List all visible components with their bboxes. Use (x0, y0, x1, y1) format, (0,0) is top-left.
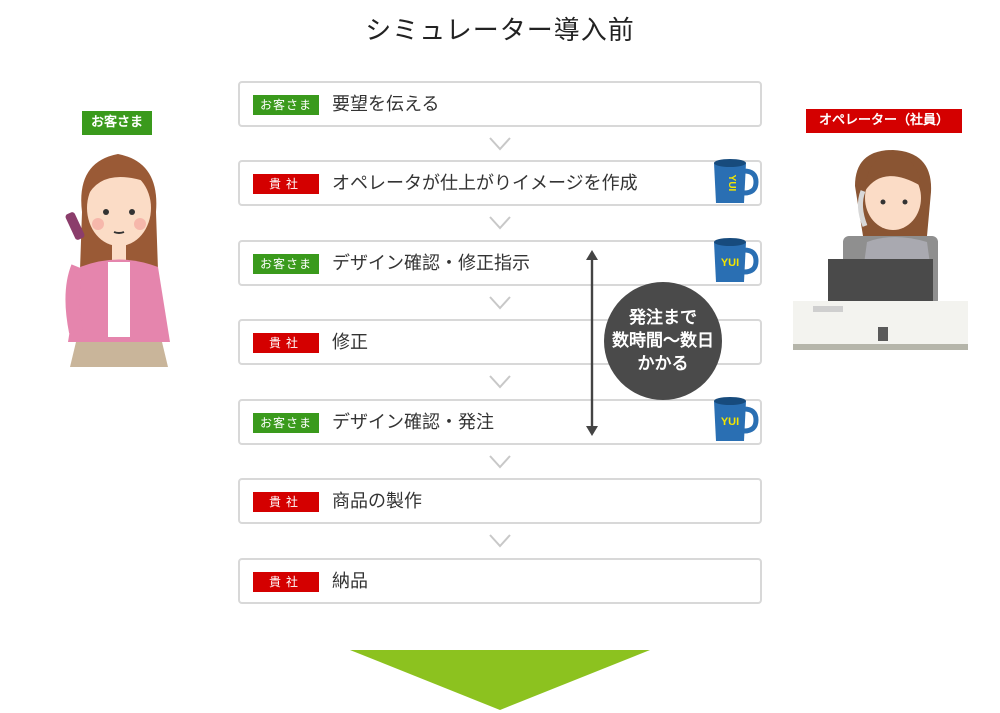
step-text: デザイン確認・発注 (332, 412, 494, 433)
operator-role-label: オペレーター（社員） (806, 109, 962, 133)
flow-step-6: 貴社 商品の製作 (238, 478, 762, 524)
step-tag: 貴社 (253, 572, 319, 592)
customer-illustration (65, 154, 170, 367)
flow-step-1: お客さま 要望を伝える (238, 81, 762, 127)
callout-line-1: 発注まで (629, 307, 697, 328)
step-text: 修正 (332, 332, 368, 353)
down-arrow-icon (350, 650, 650, 710)
flow-step-2: 貴社 オペレータが仕上がりイメージを作成 (238, 160, 762, 206)
callout-line-2: 数時間〜数日 (612, 330, 714, 351)
duration-callout: 発注まで 数時間〜数日 かかる (604, 282, 722, 400)
chevron-down-icon (489, 375, 511, 389)
chevron-down-icon (489, 455, 511, 469)
flow-step-3: お客さま デザイン確認・修正指示 (238, 240, 762, 286)
step-text: 商品の製作 (332, 491, 422, 512)
mug-icon: YUI (710, 157, 760, 207)
step-tag: お客さま (253, 254, 319, 274)
step-tag: お客さま (253, 95, 319, 115)
flow-step-5: お客さま デザイン確認・発注 (238, 399, 762, 445)
duration-range-arrow (586, 250, 598, 436)
chevron-down-icon (489, 137, 511, 151)
mug-label: YUI (721, 257, 739, 269)
mug-icon: YUI (710, 395, 760, 445)
mug-label: YUI (726, 175, 737, 192)
operator-illustration (793, 150, 968, 350)
step-tag: 貴社 (253, 492, 319, 512)
step-text: オペレータが仕上がりイメージを作成 (332, 173, 638, 194)
chevron-down-icon (489, 216, 511, 230)
step-tag: お客さま (253, 413, 319, 433)
page-title: シミュレーター導入前 (365, 16, 635, 46)
mug-label: YUI (721, 416, 739, 428)
step-tag: 貴社 (253, 174, 319, 194)
mug-icon: YUI (710, 236, 760, 286)
customer-role-label: お客さま (82, 111, 152, 135)
mug-graphic: YUI (714, 397, 759, 441)
mug-graphic: YUI (714, 159, 759, 203)
mug-graphic: YUI (714, 238, 759, 282)
callout-line-3: かかる (637, 353, 689, 374)
chevron-down-icon (489, 534, 511, 548)
step-text: 要望を伝える (332, 94, 440, 115)
step-text: デザイン確認・修正指示 (332, 253, 530, 274)
flow-step-7: 貴社 納品 (238, 558, 762, 604)
chevron-down-icon (489, 296, 511, 310)
step-tag: 貴社 (253, 333, 319, 353)
step-text: 納品 (332, 571, 368, 592)
